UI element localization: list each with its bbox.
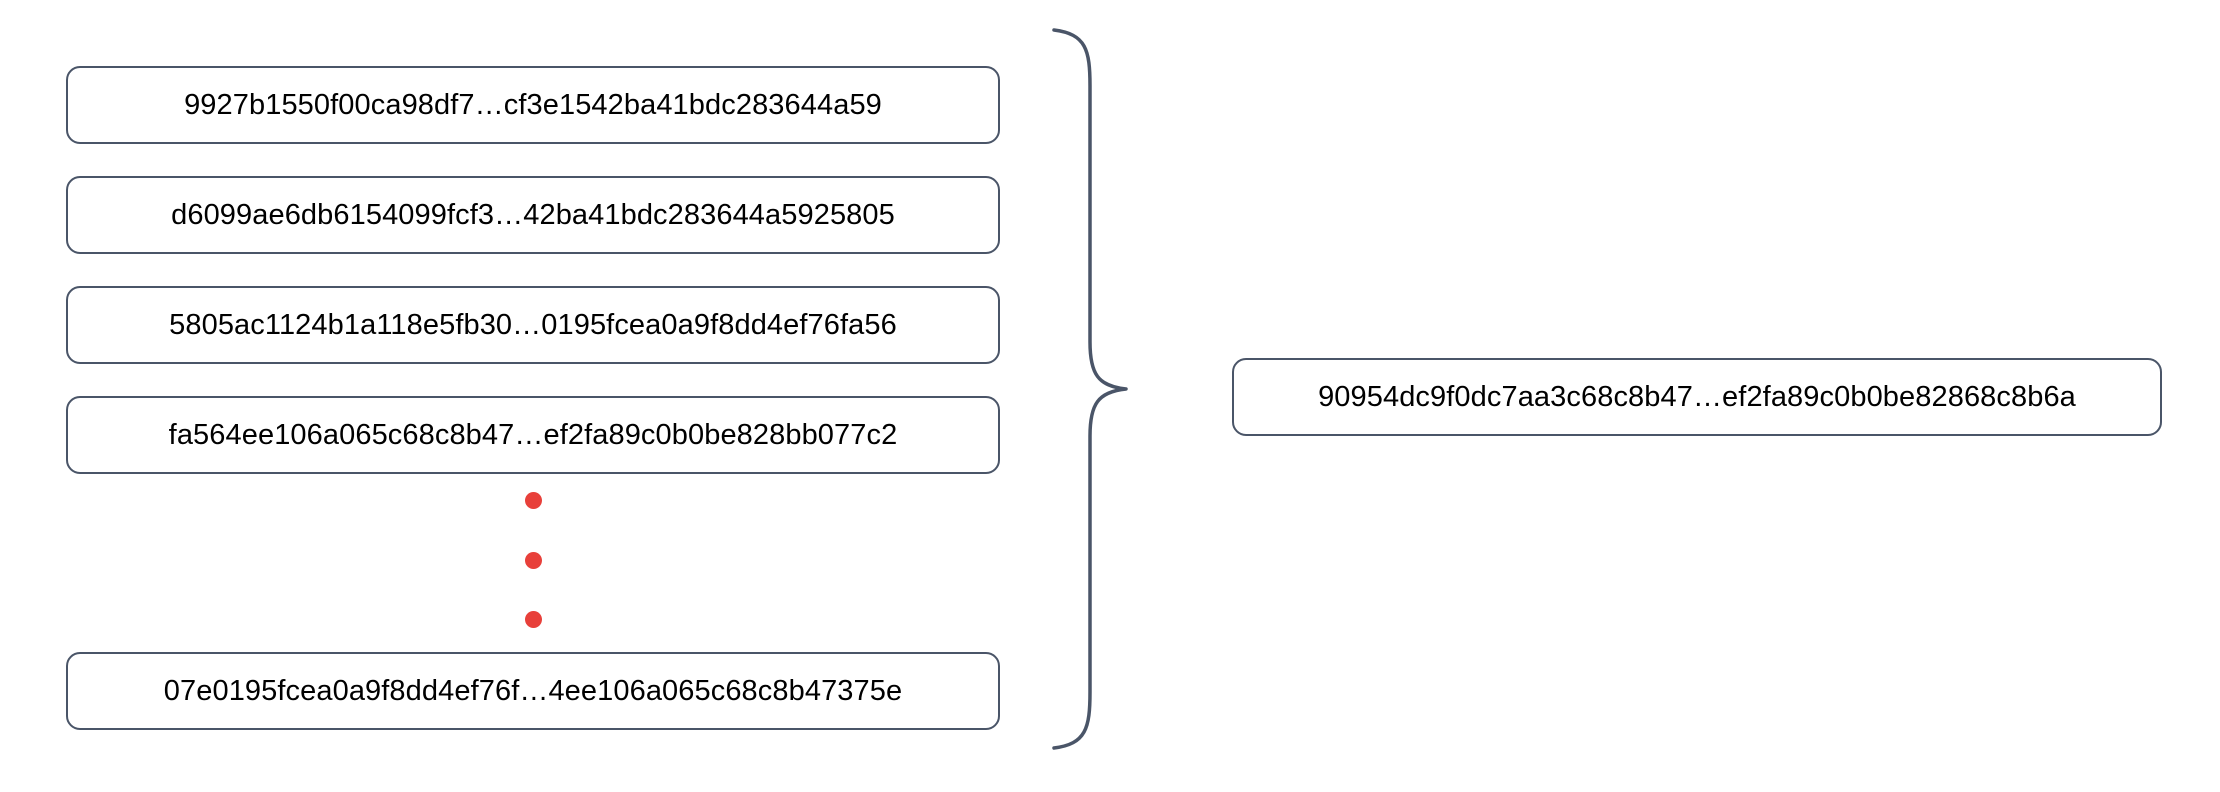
output-hash-container: 90954dc9f0dc7aa3c68c8b47…ef2fa89c0b0be82…	[1232, 358, 2162, 436]
curly-brace-icon	[1040, 24, 1130, 754]
output-hash-value: 90954dc9f0dc7aa3c68c8b47…ef2fa89c0b0be82…	[1318, 380, 2076, 413]
hash-box[interactable]: d6099ae6db6154099fcf3…42ba41bdc283644a59…	[66, 176, 1000, 254]
hash-value: fa564ee106a065c68c8b47…ef2fa89c0b0be828b…	[168, 418, 898, 451]
input-hash-list-tail: 07e0195fcea0a9f8dd4ef76f…4ee106a065c68c8…	[66, 652, 1000, 730]
hash-box[interactable]: 5805ac1124b1a118e5fb30…0195fcea0a9f8dd4e…	[66, 286, 1000, 364]
hash-value: 07e0195fcea0a9f8dd4ef76f…4ee106a065c68c8…	[163, 674, 903, 707]
hash-box[interactable]: 9927b1550f00ca98df7…cf3e1542ba41bdc28364…	[66, 66, 1000, 144]
hash-value: 9927b1550f00ca98df7…cf3e1542ba41bdc28364…	[184, 88, 882, 121]
hash-box[interactable]: 07e0195fcea0a9f8dd4ef76f…4ee106a065c68c8…	[66, 652, 1000, 730]
ellipsis-dot	[524, 551, 542, 569]
vertical-ellipsis-icon	[66, 492, 1000, 628]
ellipsis-dot	[524, 611, 542, 628]
hash-value: 5805ac1124b1a118e5fb30…0195fcea0a9f8dd4e…	[169, 308, 897, 341]
hash-value: d6099ae6db6154099fcf3…42ba41bdc283644a59…	[171, 198, 895, 231]
output-hash-box[interactable]: 90954dc9f0dc7aa3c68c8b47…ef2fa89c0b0be82…	[1232, 358, 2162, 436]
hash-box[interactable]: fa564ee106a065c68c8b47…ef2fa89c0b0be828b…	[66, 396, 1000, 474]
input-hash-list: 9927b1550f00ca98df7…cf3e1542ba41bdc28364…	[66, 66, 1000, 506]
